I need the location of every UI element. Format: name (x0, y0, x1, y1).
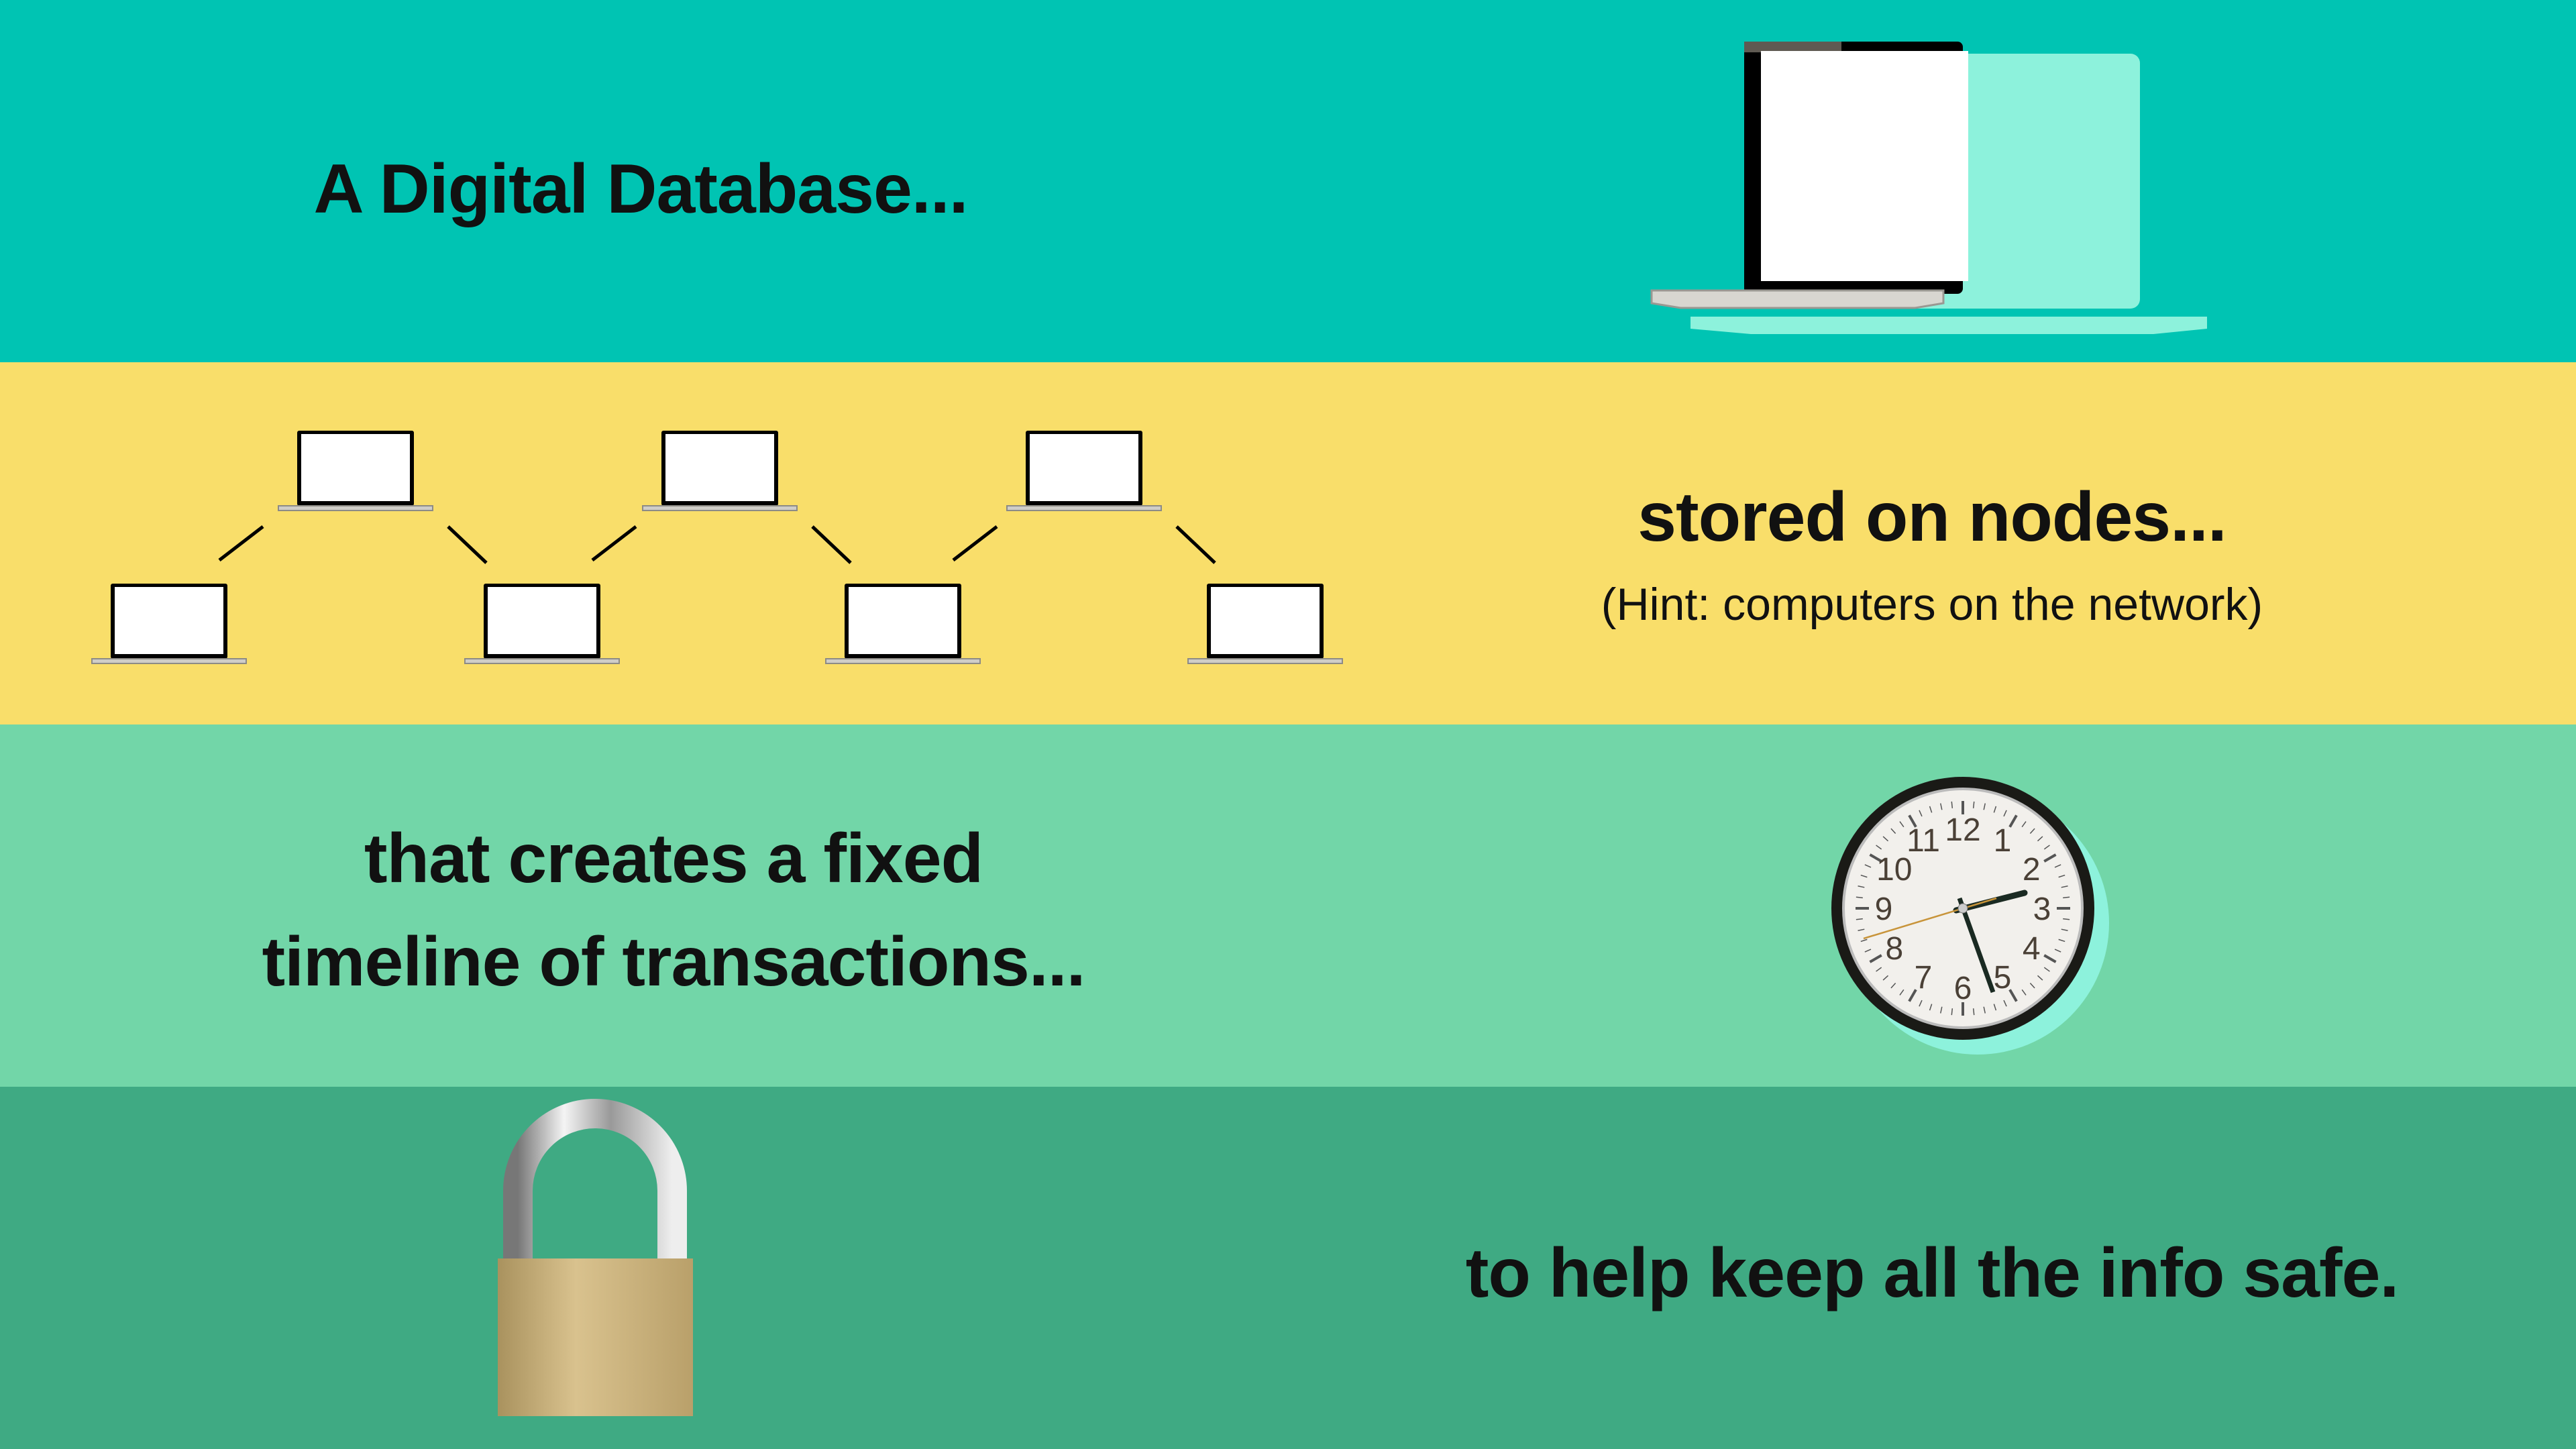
band-safe (0, 1087, 2576, 1449)
heading-timeline-line1: that creates a fixed (364, 820, 983, 898)
node-laptop-icon (1006, 431, 1162, 511)
clock-numeral: 8 (1885, 931, 1903, 967)
node-laptop-icon (825, 584, 981, 664)
clock-numeral: 3 (2033, 892, 2051, 927)
connection-line (591, 525, 637, 561)
clock-numeral: 2 (2023, 852, 2041, 888)
clock-numeral: 12 (1945, 812, 1980, 848)
clock-numeral: 1 (1994, 823, 2012, 859)
second-hand (1863, 897, 1997, 940)
node-laptop-icon (278, 431, 433, 511)
node-laptop-icon (91, 584, 247, 664)
node-laptop-icon (642, 431, 798, 511)
band-timeline (0, 724, 2576, 1087)
heading-timeline-line2: timeline of transactions... (262, 923, 1085, 1001)
clock-numeral: 4 (2023, 931, 2041, 967)
heading-digital-database: A Digital Database... (313, 150, 969, 228)
connection-line (952, 525, 998, 561)
clock-numeral: 11 (1907, 823, 1940, 859)
node-laptop-icon (1187, 584, 1343, 664)
connection-line (1175, 525, 1216, 564)
laptop-icon (1650, 42, 2207, 334)
node-laptop-icon (464, 584, 620, 664)
band-database (0, 0, 2576, 362)
clock-numeral: 5 (1994, 960, 2012, 996)
minute-hand (1957, 897, 1996, 994)
connection-line (447, 525, 488, 564)
heading-stored-on-nodes: stored on nodes... (1638, 478, 2227, 556)
padlock-icon (498, 1099, 693, 1416)
clock-numeral: 7 (1915, 960, 1933, 996)
clock-numeral: 6 (1954, 971, 1972, 1006)
network-nodes-icon (91, 431, 1343, 664)
connection-line (811, 525, 852, 564)
clock-numeral: 10 (1876, 852, 1912, 888)
connection-line (218, 525, 264, 561)
heading-keep-safe: to help keep all the info safe. (1465, 1234, 2400, 1312)
hint-text: (Hint: computers on the network) (1601, 579, 2263, 630)
clock-numeral: 9 (1875, 892, 1893, 927)
